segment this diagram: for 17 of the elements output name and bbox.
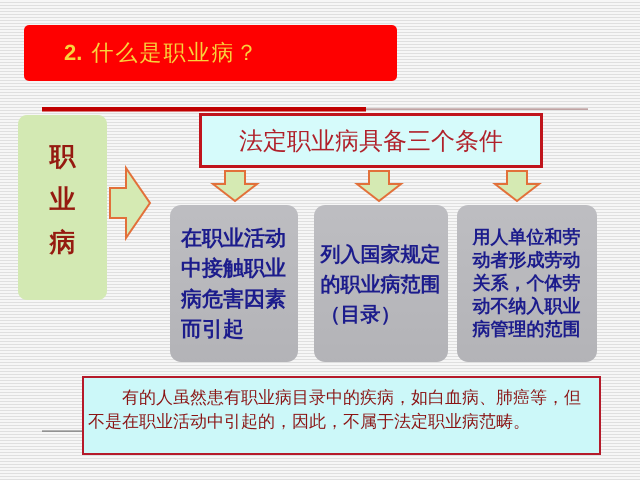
term-box <box>18 115 107 300</box>
condition-text: 用人单位和劳动者形成劳动关系，个体劳动不纳入职业病管理的范围 <box>472 226 582 341</box>
block-arrow <box>109 164 152 242</box>
note-text: 有的人虽然患有职业病目录中的疾病，如白血病、肺癌等，但不是在职业活动中引起的，因此，不属于法定职业病范畴。 <box>88 387 582 434</box>
note-box <box>82 376 601 455</box>
header-text: 法定职业病具备三个条件 <box>239 126 503 156</box>
condition-box <box>314 205 448 362</box>
block-arrow <box>492 170 542 202</box>
condition-box <box>170 205 298 362</box>
condition-text: 在职业活动中接触职业病危害因素而引起 <box>181 224 287 343</box>
block-arrow <box>354 170 404 202</box>
slide-title: 2. 什么是职业病？ <box>24 25 397 81</box>
block-arrow <box>210 170 260 202</box>
term-text: 职业病 <box>50 141 76 260</box>
condition-text: 列入国家规定的职业病范围（目录） <box>320 240 442 328</box>
header-box <box>199 113 543 168</box>
condition-box <box>457 205 597 362</box>
